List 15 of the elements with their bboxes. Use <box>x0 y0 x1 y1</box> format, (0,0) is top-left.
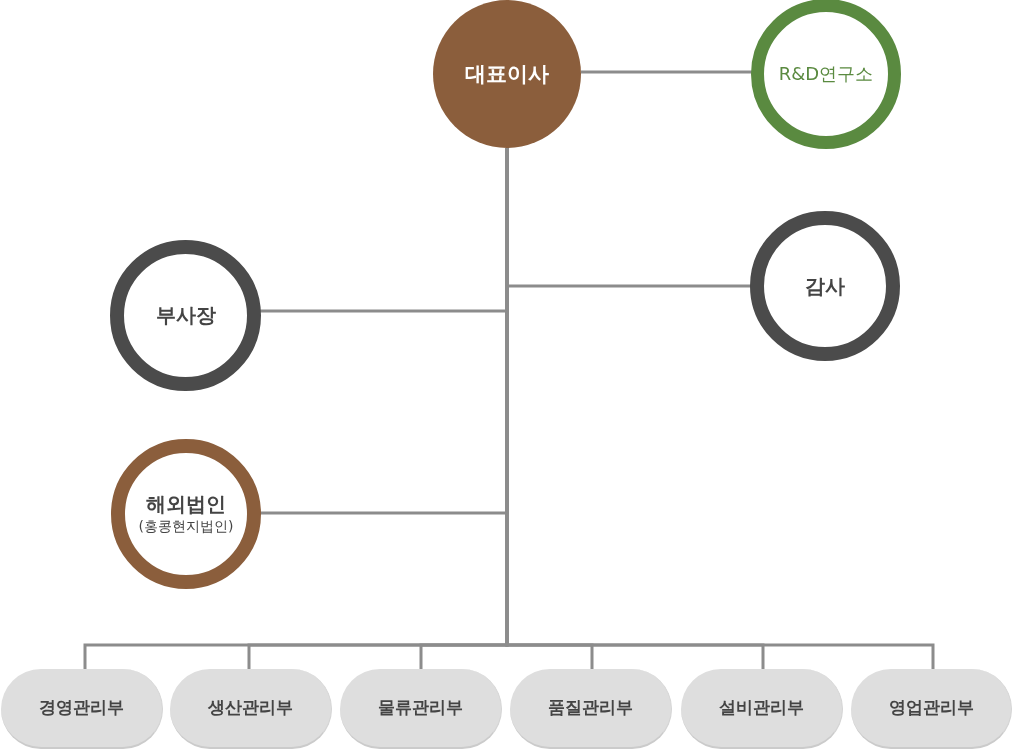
department-pill <box>1 669 163 749</box>
node-label: 대표이사 <box>465 61 549 87</box>
node-label: 생산관리부 <box>208 698 293 718</box>
node-label: 물류관리부 <box>378 698 463 718</box>
node-label: 해외법인 <box>146 493 226 517</box>
node-label: 설비관리부 <box>719 698 804 718</box>
node-label: 감사 <box>805 274 845 298</box>
node-label: 경영관리부 <box>39 698 124 718</box>
node-label: 영업관리부 <box>888 698 974 718</box>
node-label: 품질관리부 <box>548 698 633 718</box>
department-pill <box>851 669 1012 749</box>
connector-line <box>581 70 752 74</box>
node-label: 부사장 <box>155 304 216 327</box>
node-sublabel: (홍콩현지법인) <box>138 518 234 535</box>
node-label: R&D연구소 <box>778 63 874 85</box>
